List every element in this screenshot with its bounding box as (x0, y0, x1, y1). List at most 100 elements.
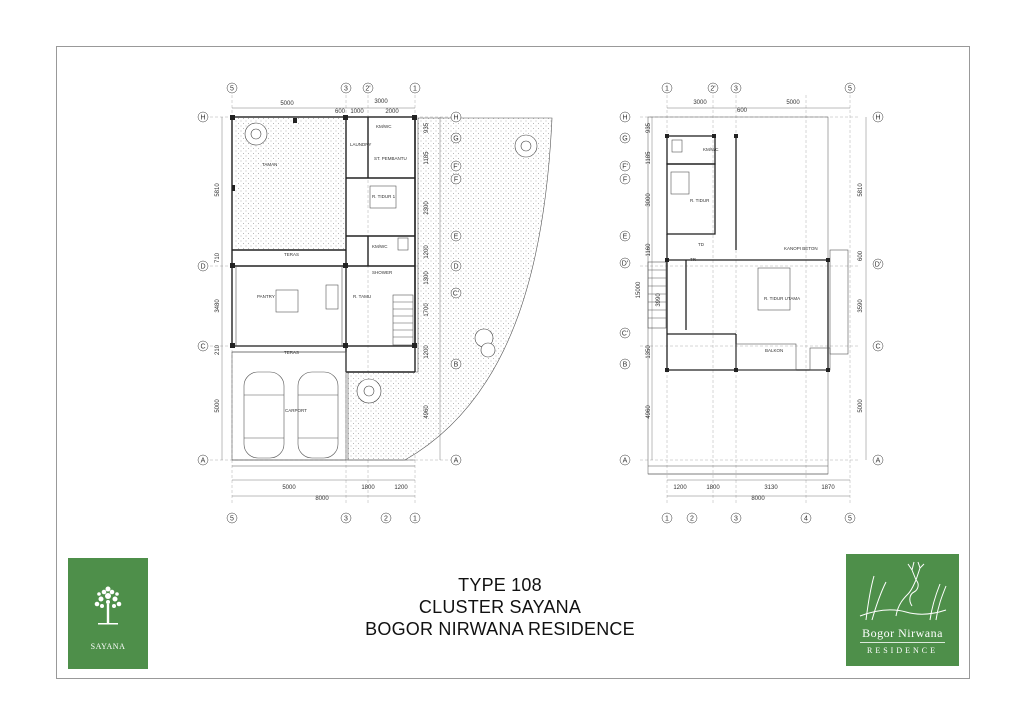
dim-left-5: 5000 (215, 399, 221, 413)
up-dim-left-7: 1350 (646, 345, 652, 359)
axis-right-f: F (454, 177, 458, 184)
up-dim-top-1: 3000 (693, 100, 707, 106)
tree-icon (94, 586, 122, 625)
dim-bottom-1: 5000 (282, 485, 296, 491)
up-axis-bottom-3: 3 (734, 516, 738, 523)
room-laundry: LAUNDRY (350, 142, 371, 147)
up-dim-top-2: 600 (737, 108, 748, 114)
up-axis-left-fp: F' (622, 164, 628, 171)
master-bed (757, 267, 791, 311)
dim-top-5: 2000 (385, 109, 399, 115)
dim-bottom-total: 8000 (315, 496, 329, 502)
up-axis-left-h: H (622, 115, 627, 122)
taman-samping (347, 117, 553, 461)
axis-left-h: H (200, 115, 205, 122)
title-block: TYPE 108 CLUSTER SAYANA BOGOR NIRWANA RE… (340, 574, 660, 640)
up-dim-top-3: 5000 (786, 100, 800, 106)
dim-left-4: 210 (215, 344, 221, 355)
up-dim-bottom-4: 1870 (821, 485, 835, 491)
up-axis-right-h: H (875, 115, 880, 122)
room-pantry: PANTRY (257, 294, 275, 299)
upper-room-tr: TR (690, 257, 697, 262)
axis-right-a: A (454, 458, 459, 465)
axis-right-h: H (453, 115, 458, 122)
up-dim-left-1: 935 (646, 122, 652, 133)
toilet (397, 237, 409, 251)
dim-right-4: 1200 (424, 245, 430, 259)
bogor-nirwana-name: Bogor Nirwana (862, 626, 943, 640)
up-axis-right-dp: D' (875, 262, 881, 269)
axis-right-d: D (453, 264, 458, 271)
dim-right-5: 1300 (424, 271, 430, 285)
axis-bottom-3: 3 (344, 516, 348, 523)
up-dim-bottom-1: 1200 (673, 485, 687, 491)
dim-bottom-3: 1200 (394, 485, 408, 491)
upper-room-balkon: BALKON (765, 348, 783, 353)
up-axis-bottom-1: 1 (665, 516, 669, 523)
title-type: TYPE 108 (458, 575, 542, 595)
upper-walls (666, 135, 829, 371)
upper-floor-plan: KM/WC R. TIDUR R. TIDUR UTAMA KANOPI BET… (619, 82, 884, 524)
car-2 (297, 371, 339, 459)
up-dim-left-4: 1160 (646, 243, 652, 257)
axis-bottom-5: 5 (230, 516, 234, 523)
dim-top-1: 5000 (280, 101, 294, 107)
axis-left-c: C (200, 344, 205, 351)
up-dim-left-8: 4960 (646, 405, 652, 419)
room-teras-1: TERAS (284, 252, 299, 257)
dim-right-6: 1700 (424, 303, 430, 317)
drawing-sheet (56, 46, 970, 679)
dim-left-3: 3480 (215, 299, 221, 313)
axis-bottom-2: 2 (384, 516, 388, 523)
sayana-name: SAYANA (90, 642, 126, 651)
room-teras-2: TERAS (284, 350, 299, 355)
up-axis-top-2p: 2' (710, 86, 715, 93)
up-dim-right-3: 3590 (858, 299, 864, 313)
upper-room-r-tidur: R. TIDUR (690, 198, 710, 203)
sayana-logo: SAYANA (68, 558, 148, 669)
title-cluster: CLUSTER SAYANA (418, 597, 582, 617)
up-axis-left-b: B (623, 362, 628, 369)
dim-top-2: 600 (335, 109, 346, 115)
up-axis-left-cp: C' (622, 331, 628, 338)
up-dim-left-3: 3000 (646, 193, 652, 207)
room-carport: CARPORT (285, 408, 307, 413)
up-axis-top-3: 3 (734, 86, 738, 93)
roof-outline (647, 116, 829, 475)
up-axis-left-dp: D' (622, 261, 628, 268)
ground-floor-plan: TAMAN LAUNDRY ST. PEMBANTU R. TIDUR 1 KM… (197, 82, 553, 524)
room-shower: SHOWER (372, 270, 393, 275)
room-taman: TAMAN (262, 162, 277, 167)
bogor-nirwana-sub: RESIDENCE (867, 646, 938, 655)
axis-top-2p: 2' (365, 86, 370, 93)
axis-left-a: A (201, 458, 206, 465)
room-r-tidur-1: R. TIDUR 1 (372, 194, 396, 199)
up-dim-right-4: 5000 (858, 399, 864, 413)
axis-right-cp: C' (453, 291, 459, 298)
dim-right-3: 2300 (424, 201, 430, 215)
bogor-nirwana-logo: Bogor Nirwana RESIDENCE (846, 554, 959, 666)
room-st-pembantu: ST. PEMBANTU (374, 156, 407, 161)
dim-top-3: 1000 (350, 109, 364, 115)
up-dim-left-2: 1185 (646, 151, 652, 165)
dining-table (275, 289, 299, 313)
up-axis-top-1: 1 (665, 86, 669, 93)
up-axis-left-g: G (622, 136, 627, 143)
up-axis-right-c: C (875, 344, 880, 351)
trees (244, 122, 538, 404)
up-axis-top-5: 5 (848, 86, 852, 93)
up-axis-left-e: E (623, 234, 628, 241)
room-r-tamu: R. TAMU (353, 294, 371, 299)
up-dim-left-6: 15000 (636, 281, 642, 298)
room-km-wc: KM/WC (372, 244, 388, 249)
up-axis-right-a: A (876, 458, 881, 465)
upper-room-kmwc: KM/WC (703, 147, 719, 152)
dim-left-2: 710 (215, 252, 221, 263)
room-km-wc-2: KM/WC (376, 124, 392, 129)
axis-top-1: 1 (413, 86, 417, 93)
upper-toilet (671, 139, 683, 153)
up-axis-bottom-5: 5 (848, 516, 852, 523)
bed-2 (670, 171, 690, 195)
up-dim-bottom-total: 8000 (751, 496, 765, 502)
